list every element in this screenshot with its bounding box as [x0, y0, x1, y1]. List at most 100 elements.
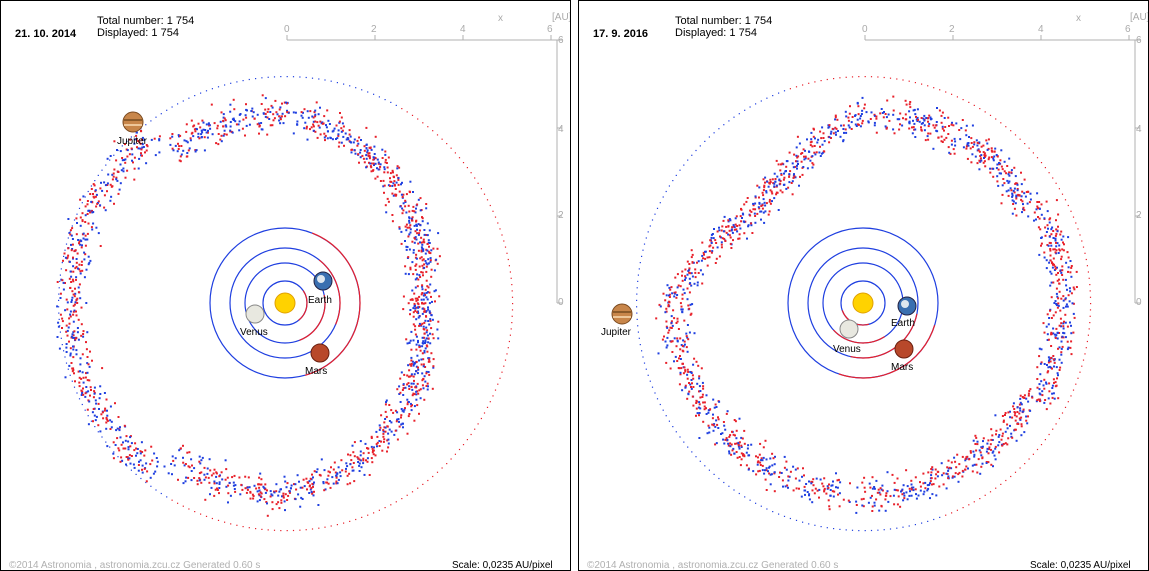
jupiter-orbit-dot	[480, 188, 482, 190]
asteroid-dot	[700, 367, 703, 370]
asteroid-dot	[69, 354, 72, 357]
asteroid-dot	[795, 154, 798, 157]
jupiter-orbit-dot	[60, 337, 62, 339]
jupiter-orbit-dot	[766, 97, 768, 99]
asteroid-dot	[982, 440, 984, 443]
jupiter-orbit-dot	[458, 448, 461, 451]
jupiter-orbit-dot	[877, 76, 879, 78]
asteroid-dot	[144, 151, 146, 154]
asteroid-dot	[363, 161, 366, 164]
asteroid-dot	[399, 401, 402, 403]
asteroid-dot	[335, 480, 338, 483]
asteroid-dot	[374, 135, 377, 138]
asteroid-dot	[703, 253, 705, 256]
asteroid-dot	[781, 191, 784, 194]
asteroid-dot	[402, 394, 405, 396]
asteroid-dot	[1072, 286, 1075, 289]
asteroid-dot	[100, 413, 103, 416]
asteroid-dot	[762, 178, 765, 181]
asteroid-dot	[892, 128, 895, 131]
asteroid-dot	[233, 488, 236, 490]
jupiter-orbit-dot	[1084, 353, 1086, 355]
asteroid-dot	[929, 132, 932, 135]
jupiter-orbit-dot	[704, 140, 706, 142]
asteroid-dot	[1048, 261, 1051, 264]
asteroid-dot	[1070, 275, 1073, 278]
asteroid-dot	[828, 141, 831, 144]
asteroid-dot	[931, 468, 934, 471]
jupiter-orbit-dot	[738, 113, 740, 115]
asteroid-dot	[678, 367, 681, 370]
asteroid-dot	[129, 445, 132, 448]
jupiter-orbit-dot	[378, 509, 380, 511]
asteroid-dot	[902, 499, 905, 502]
asteroid-dot	[69, 315, 72, 318]
asteroid-dot	[409, 298, 412, 301]
jupiter-orbit-dot	[1032, 152, 1034, 154]
asteroid-dot	[698, 437, 701, 439]
asteroid-dot	[1023, 397, 1026, 399]
asteroid-dot	[1056, 331, 1059, 334]
orbit-canvas[interactable]	[579, 1, 1149, 571]
asteroid-dot	[319, 133, 322, 136]
orbit-canvas[interactable]	[1, 1, 571, 571]
earth-cloud	[901, 300, 909, 308]
asteroid-dot	[1011, 194, 1014, 197]
asteroid-dot	[915, 118, 918, 121]
asteroid-dot	[889, 495, 892, 498]
asteroid-dot	[367, 451, 370, 454]
asteroid-dot	[1062, 331, 1065, 334]
asteroid-dot	[1037, 216, 1039, 218]
asteroid-dot	[681, 311, 684, 314]
asteroid-dot	[125, 435, 128, 438]
asteroid-dot	[220, 140, 223, 143]
asteroid-dot	[135, 447, 138, 450]
asteroid-dot	[773, 490, 776, 493]
asteroid-dot	[964, 129, 967, 132]
asteroid-dot	[814, 137, 816, 140]
asteroid-dot	[373, 153, 376, 155]
asteroid-dot	[924, 139, 927, 142]
asteroid-dot	[82, 237, 85, 240]
jupiter-orbit-dot	[1089, 284, 1091, 286]
asteroid-dot	[908, 487, 911, 490]
asteroid-dot	[69, 347, 72, 350]
asteroid-dot	[386, 450, 388, 453]
asteroid-dot	[758, 469, 761, 472]
asteroid-dot	[760, 218, 762, 221]
jupiter-orbit-dot	[78, 398, 81, 400]
asteroid-dot	[387, 156, 390, 159]
asteroid-dot	[86, 232, 89, 235]
asteroid-dot	[422, 274, 424, 277]
asteroid-dot	[301, 116, 304, 119]
asteroid-dot	[842, 498, 845, 501]
asteroid-dot	[1046, 364, 1048, 366]
jupiter-orbit-dot	[205, 90, 208, 92]
asteroid-dot	[185, 140, 188, 143]
asteroid-dot	[1051, 226, 1054, 229]
asteroid-dot	[344, 132, 347, 135]
asteroid-dot	[210, 474, 213, 477]
asteroid-dot	[1060, 325, 1062, 328]
asteroid-dot	[686, 373, 689, 376]
asteroid-dot	[762, 189, 765, 192]
asteroid-dot	[426, 382, 429, 385]
asteroid-dot	[323, 132, 326, 135]
asteroid-dot	[995, 429, 998, 432]
jupiter-orbit-dot	[511, 284, 513, 286]
jupiter-orbit-dot	[182, 100, 184, 102]
asteroid-dot	[1055, 241, 1057, 244]
jupiter-orbit-dot	[58, 287, 60, 289]
asteroid-dot	[798, 142, 801, 145]
asteroid-dot	[919, 481, 921, 484]
asteroid-dot	[947, 133, 950, 135]
asteroid-dot	[696, 281, 699, 284]
jupiter-orbit-dot	[105, 164, 107, 166]
asteroid-dot	[1045, 408, 1048, 411]
asteroid-dot	[754, 196, 757, 199]
asteroid-dot	[84, 392, 87, 395]
jupiter-orbit-dot	[508, 340, 510, 343]
asteroid-dot	[425, 234, 428, 236]
asteroid-dot	[1005, 190, 1008, 193]
asteroid-dot	[926, 484, 929, 487]
